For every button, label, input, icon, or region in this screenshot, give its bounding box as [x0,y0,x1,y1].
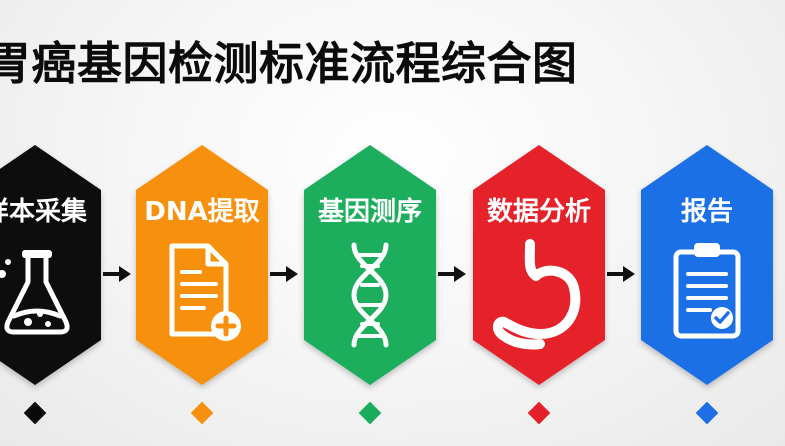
arrow-right-icon [103,266,131,282]
step-report: 报告 [641,145,773,385]
dna-icon [351,242,389,348]
step-3-label: 基因测序 [318,196,422,227]
step-5-hexagon [641,145,773,385]
step-dna-extraction: DNA提取 [136,145,268,385]
step-4-marker [527,401,551,425]
step-data-analysis: 数据分析 [473,145,605,385]
step-2-marker [190,401,214,425]
arrow-right-icon [270,266,298,282]
step-sample-collection: 样本采集 [0,145,101,385]
step-2-label: DNA提取 [144,197,259,227]
step-1-marker [23,401,47,425]
clipboard-check-icon [673,243,741,339]
step-gene-sequencing: 基因测序 [304,145,436,385]
step-2-hexagon [136,145,268,385]
arrow-right-icon [607,266,635,282]
arrow-right-icon [438,266,466,282]
step-5-marker [695,401,719,425]
step-4-label: 数据分析 [487,197,591,227]
stomach-icon [493,239,581,350]
document-add-icon [169,243,241,341]
diagram-title: 胃癌基因检测标准流程综合图 [0,37,578,90]
step-1-label: 样本采集 [0,196,88,227]
step-5-label: 报告 [681,196,733,227]
step-1-hexagon [0,145,101,385]
flask-icon [0,250,70,335]
step-3-marker [358,401,382,425]
